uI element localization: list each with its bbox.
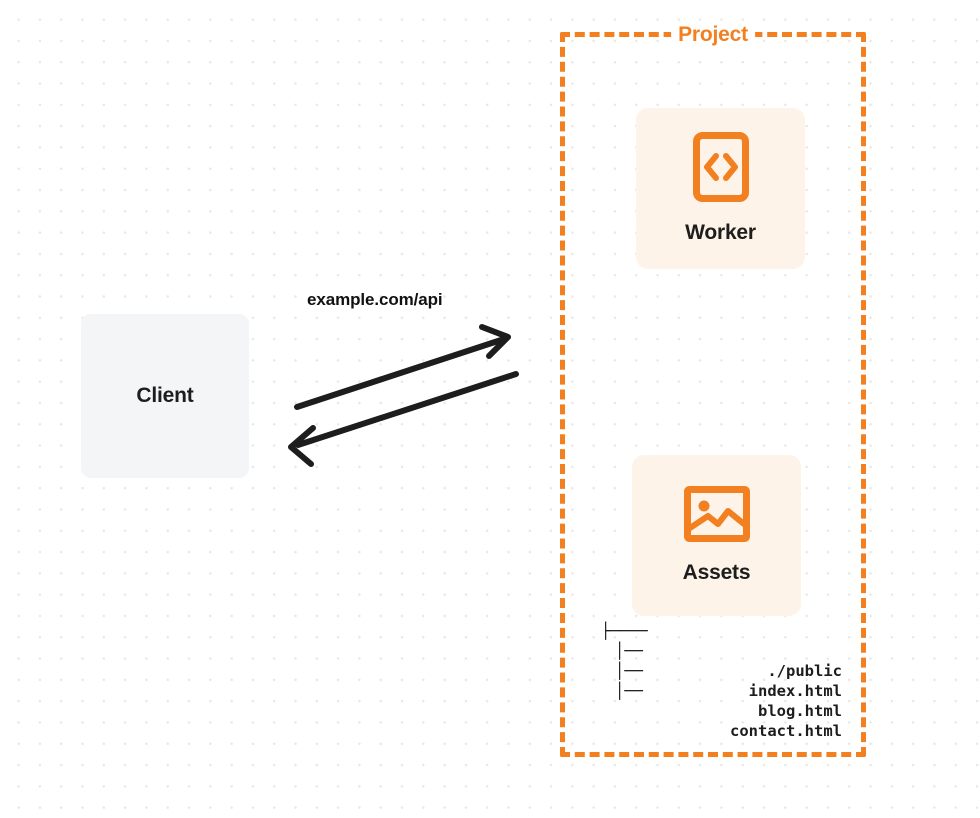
image-picture-icon	[683, 486, 750, 547]
response-arrow	[288, 371, 519, 467]
worker-label: Worker	[685, 221, 756, 244]
file-tree-name: blog.html	[758, 702, 842, 720]
tree-connector: │──	[615, 662, 643, 680]
assets-file-tree: ├──── ./public │── index.html │── blog.h…	[601, 621, 846, 740]
file-tree-row: │── blog.html	[601, 661, 846, 720]
project-container: Project Worker Assets	[560, 23, 866, 757]
code-brackets-icon	[692, 132, 749, 207]
file-tree-row: │── index.html	[601, 641, 846, 700]
worker-node[interactable]: Worker	[636, 108, 805, 269]
assets-node[interactable]: Assets	[632, 455, 801, 616]
request-arrow	[294, 324, 511, 410]
file-tree-name: ./public	[767, 662, 842, 680]
connection-label: example.com/api	[307, 290, 443, 309]
client-node[interactable]: Client	[81, 314, 249, 478]
client-label: Client	[136, 384, 194, 407]
tree-connector: │──	[615, 682, 643, 700]
tree-connector: ├────	[601, 622, 648, 640]
file-tree-name: contact.html	[730, 722, 842, 740]
tree-connector: │──	[615, 642, 643, 660]
assets-label: Assets	[682, 561, 751, 584]
project-title: Project	[671, 23, 755, 47]
file-tree-name: index.html	[748, 682, 842, 700]
file-tree-row: ├──── ./public	[601, 621, 846, 680]
file-tree-row: │── contact.html	[601, 681, 846, 740]
